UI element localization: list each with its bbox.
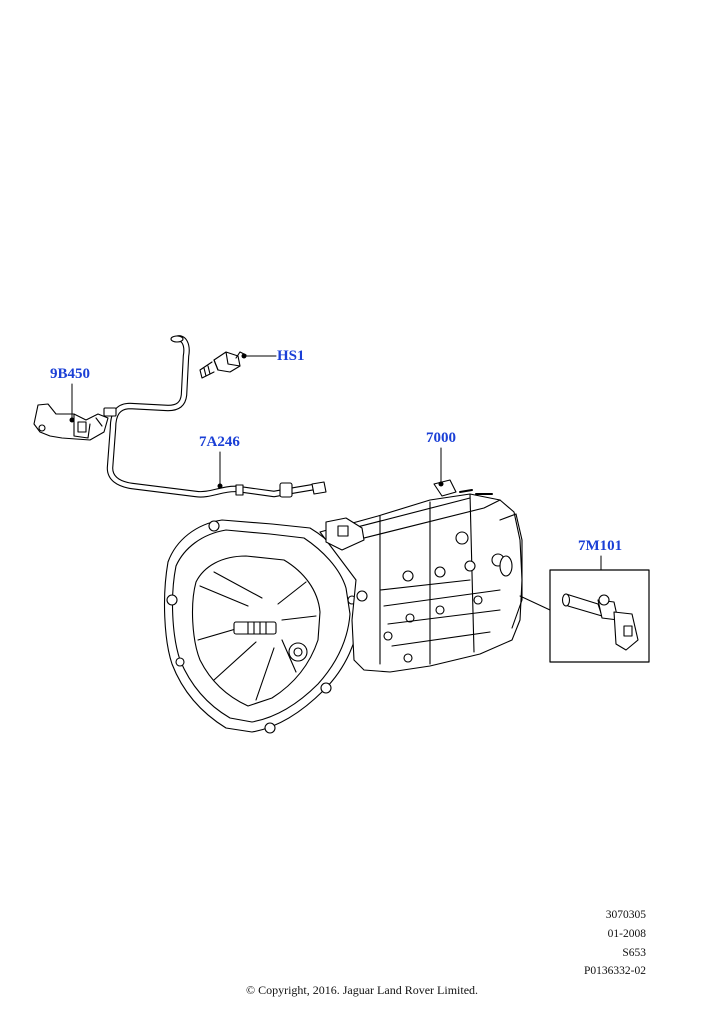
copyright-notice: © Copyright, 2016. Jaguar Land Rover Lim… <box>245 983 479 997</box>
callout-9b450[interactable]: 9B450 <box>50 366 91 382</box>
illustration-date: 01-2008 <box>607 928 646 940</box>
callout-7m101[interactable]: 7M101 <box>578 538 623 554</box>
illustration-code-1: 3070305 <box>605 909 646 921</box>
callout-hs1[interactable]: HS1 <box>277 348 305 364</box>
transmission-part[interactable] <box>163 479 523 734</box>
callout-7000[interactable]: 7000 <box>426 430 456 446</box>
leader-dots <box>69 353 444 489</box>
callout-leaders <box>71 355 602 611</box>
vent-pipe-part[interactable] <box>103 335 327 498</box>
illustration-reference: P0136332-02 <box>584 965 646 977</box>
illustration-model-code: S653 <box>622 947 646 959</box>
speed-sensor-inset[interactable] <box>549 569 650 663</box>
bolt-part[interactable] <box>199 351 247 379</box>
callout-7a246[interactable]: 7A246 <box>199 434 240 450</box>
